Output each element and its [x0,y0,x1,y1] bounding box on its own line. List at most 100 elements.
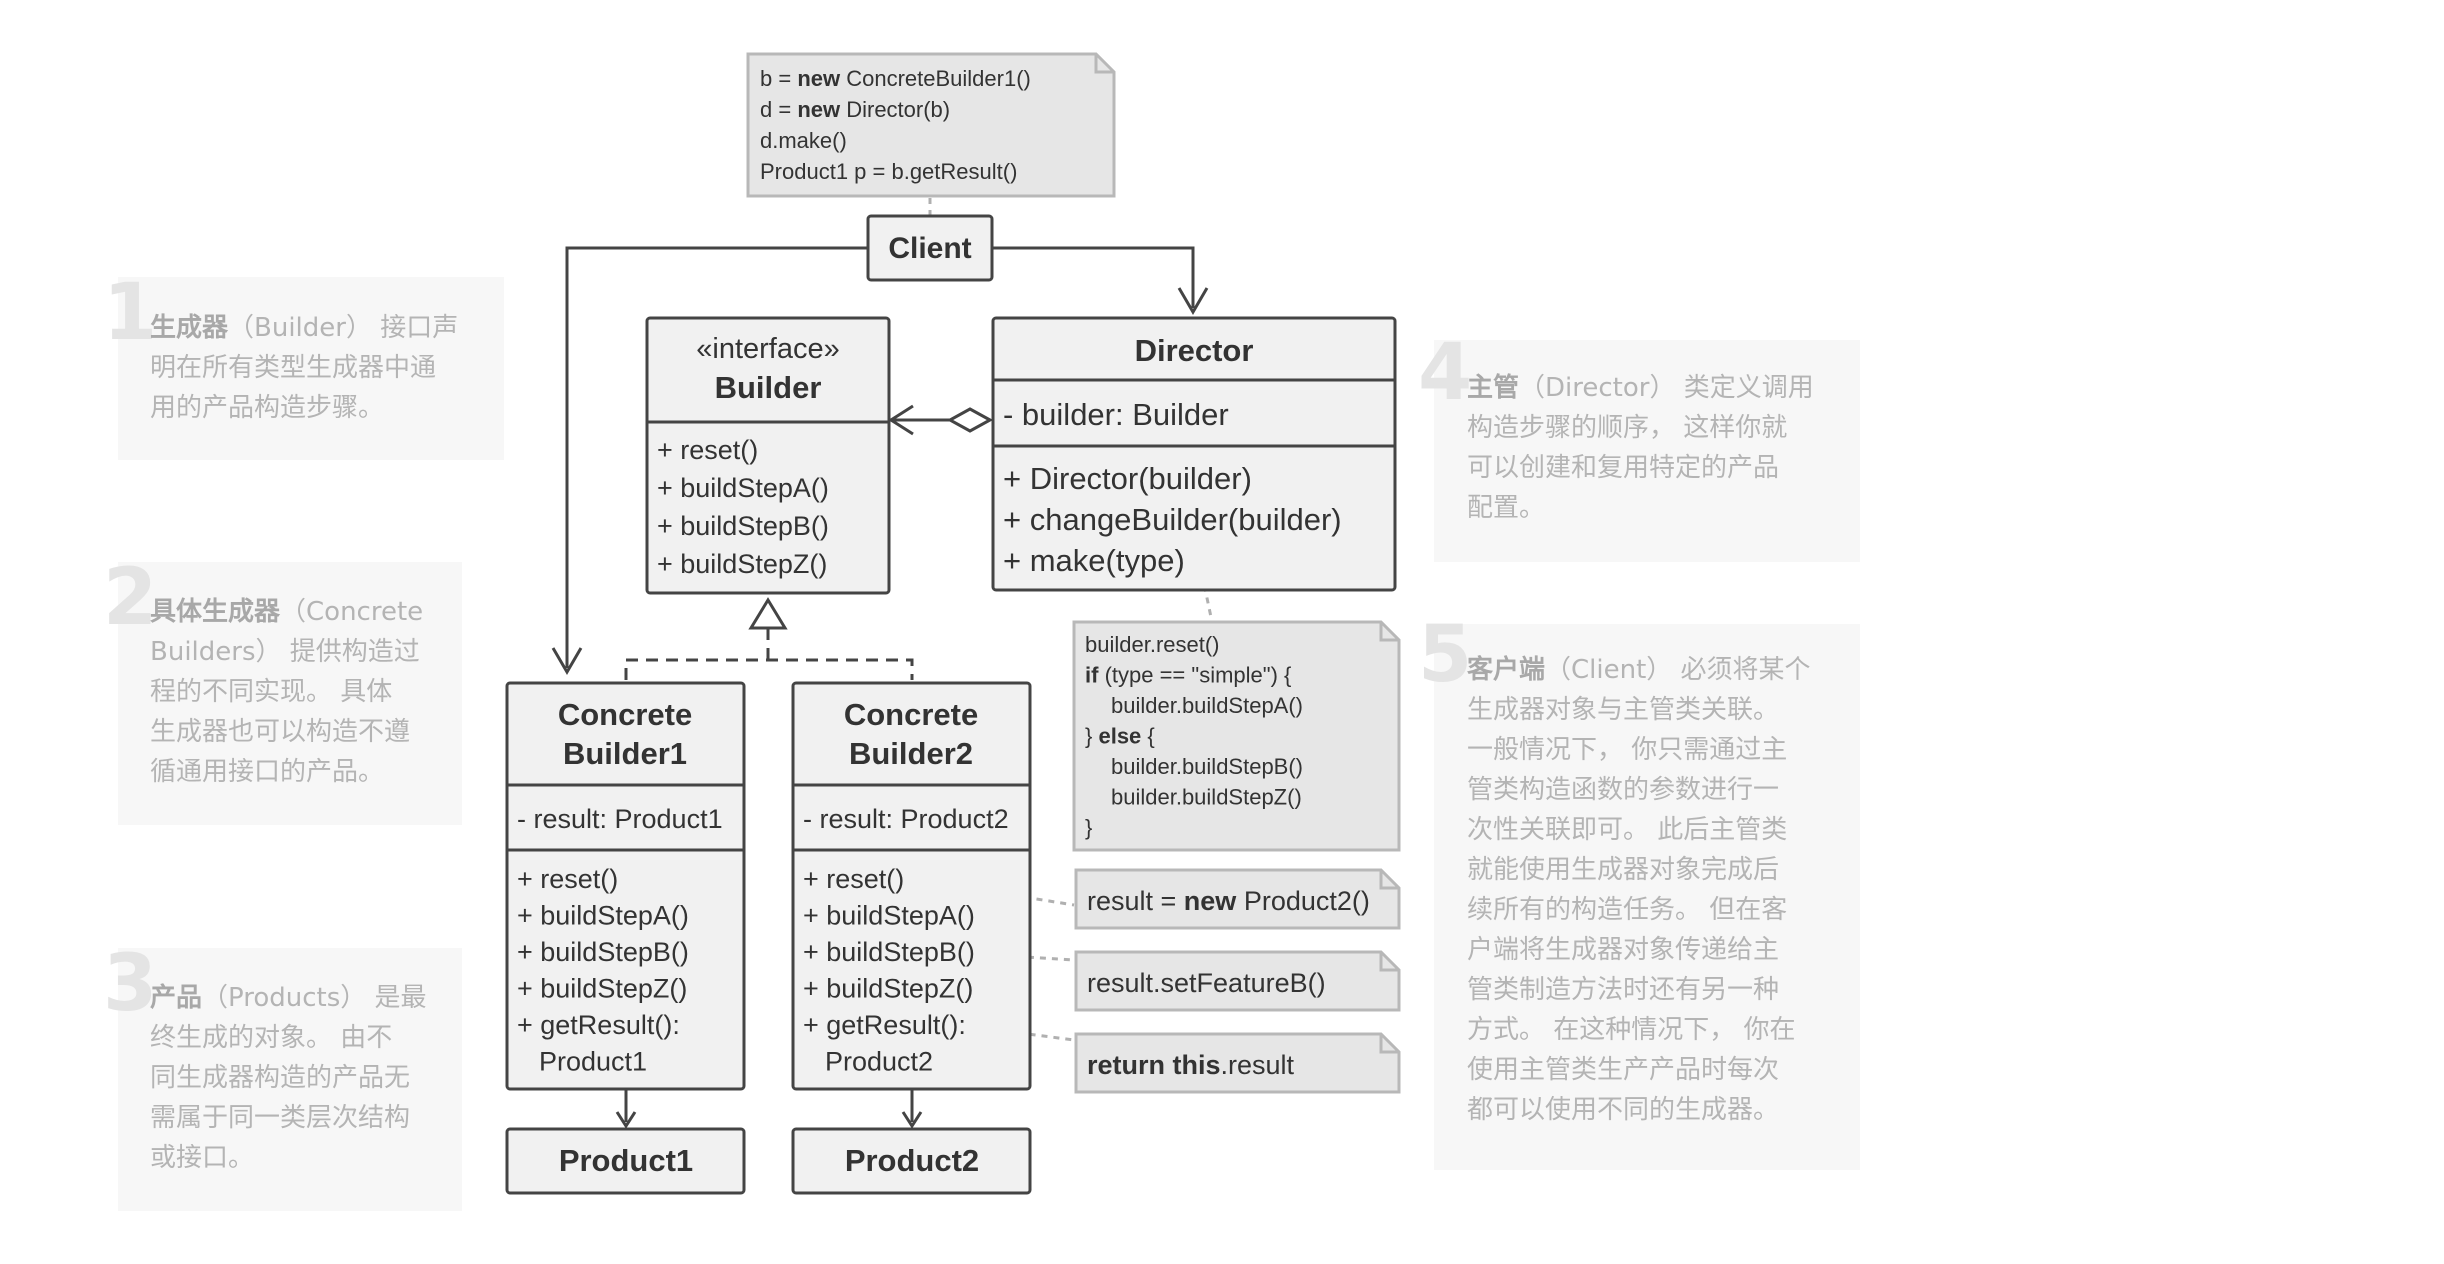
explanation-line: 管类制造方法时还有另一种 [1467,970,1853,1010]
method-note-text: return this.result [1087,1050,1295,1080]
explanation-line-text: 管类构造函数的参数进行一 [1467,775,1780,805]
method-note-text: result.setFeatureB() [1087,968,1326,998]
explanation-line: 方式。 在这种情况下， 你在 [1467,1010,1853,1050]
concrete-builder1-name: Builder1 [563,736,687,771]
arrowhead [1177,287,1209,315]
director-note-box [1072,620,1401,852]
explanation-line-text: 都可以使用不同的生成器。 [1467,1095,1780,1125]
explanation-line-text: （Builder） 接口声 [228,313,459,343]
explanation-panel-4 [1434,340,1860,562]
explanation-line-text: 或接口。 [150,1143,255,1173]
explanation-number: 3 [103,939,158,1029]
explanation-line: 使用主管类生产产品时每次 [1467,1050,1853,1090]
director-note-connector [1200,573,1214,623]
explanation-number: 5 [1418,610,1473,700]
realization-dashed-line [624,658,914,680]
explanation-line: 需属于同一类层次结构 [150,1098,454,1138]
concrete-builder2-field: - result: Product2 [803,804,1009,834]
client-note-line: d = new Director(b) [760,97,950,122]
explanation-line-text: 生成器也可以构造不遵 [150,717,411,747]
method-note-1: result = new Product2() [1074,868,1401,930]
product2-label: Product2 [845,1143,979,1178]
explanation-line: 主管（Director） 类定义调用 [1467,368,1853,408]
explanation-line: 循通用接口的产品。 [150,752,454,792]
explanation-title: 具体生成器 [150,597,281,627]
explanation-panel-1 [118,277,504,460]
concrete-builder2-method: + buildStepB() [803,937,975,967]
explanation-line: 户端将生成器对象传递给主 [1467,930,1853,970]
explanation-line-text: 需属于同一类层次结构 [150,1103,411,1133]
concrete-builder2-method: Product2 [825,1047,933,1077]
client-to-concretebuilder1-line [565,246,868,668]
director-method: + make(type) [1003,543,1185,578]
director-note-line: } else { [1085,724,1155,749]
explanation-line-text: 循通用接口的产品。 [150,757,385,787]
method-note-box-fold [1379,870,1399,890]
concrete-builder2-method: + buildStepZ() [803,974,973,1004]
explanation-line-text: （Client） 必须将某个 [1545,655,1811,685]
explanation-line-text: 生成器对象与主管类关联。 [1467,695,1780,725]
concrete-builder1-field: - result: Product1 [517,804,723,834]
explanation-line: 一般情况下， 你只需通过主 [1467,730,1853,770]
client-label: Client [888,232,971,265]
builder-method: + buildStepZ() [657,549,827,579]
builder-interface: «interface»Builder+ reset()+ buildStepA(… [645,316,891,595]
explanation-line: 生成器对象与主管类关联。 [1467,690,1853,730]
concrete-builder2-method: + reset() [803,864,904,894]
director-note-line: } [1085,815,1092,840]
explanation-line-text: 程的不同实现。 具体 [150,677,393,707]
builder-method: + reset() [657,435,758,465]
realization-triangle [748,597,788,630]
explanation-line-text: 使用主管类生产产品时每次 [1467,1055,1780,1085]
explanation-line-text: Builders） 提供构造过 [150,637,420,667]
method-note-box [1074,1032,1401,1094]
explanation-line: 具体生成器（Concrete [150,592,454,632]
client-note-line: Product1 p = b.getResult() [760,159,1017,184]
product1-frame [505,1127,746,1195]
explanation-line: 就能使用生成器对象完成后 [1467,850,1853,890]
concrete-builder1-method: Product1 [539,1047,647,1077]
explanation-line: 生成器也可以构造不遵 [150,712,454,752]
concrete-builder2-method: + getResult(): [803,1010,966,1040]
explanation-line: 次性关联即可。 此后主管类 [1467,810,1853,850]
explanation-line-text: 管类制造方法时还有另一种 [1467,975,1780,1005]
explanation-line: 同生成器构造的产品无 [150,1058,454,1098]
explanation-number: 2 [103,553,158,643]
method-note-3: return this.result [1074,1032,1401,1094]
explanation-line-text: （Concrete [280,597,424,627]
explanation-line-text: 用的产品构造步骤。 [150,393,385,423]
concrete-builder1-name: Concrete [558,697,692,732]
builder-name: Builder [715,370,822,405]
explanation-number: 4 [1418,328,1473,418]
explanation-line: 或接口。 [150,1138,454,1178]
concrete-builder1-method: + buildStepZ() [517,974,687,1004]
explanation-line: 续所有的构造任务。 但在客 [1467,890,1853,930]
director-note-line: if (type == "simple") { [1085,663,1291,688]
explanation-line: Builders） 提供构造过 [150,632,454,672]
explanation-title: 生成器 [150,313,229,343]
client-note-line: b = new ConcreteBuilder1() [760,66,1031,91]
method-note-box [1074,950,1401,1012]
explanation-line-text: 可以创建和复用特定的产品 [1467,453,1780,483]
arrowhead [901,1111,923,1129]
explanation-line: 终生成的对象。 由不 [150,1018,454,1058]
explanation-panel-5 [1434,624,1860,1170]
explanation-line: 可以创建和复用特定的产品 [1467,448,1853,488]
explanation-line-text: 次性关联即可。 此后主管类 [1467,815,1788,845]
explanation-line-text: 户端将生成器对象传递给主 [1467,935,1780,965]
director-method: + Director(builder) [1003,461,1252,496]
explanation-title: 主管 [1467,373,1520,403]
explanation-line-text: 同生成器构造的产品无 [150,1063,411,1093]
product1-label: Product1 [559,1143,693,1178]
client-to-director-line [988,246,1195,308]
method-note-box-fold [1379,1034,1399,1054]
method-note-2: result.setFeatureB() [1074,950,1401,1012]
explanation-line: 客户端（Client） 必须将某个 [1467,650,1853,690]
concrete-builder2-name: Builder2 [849,736,973,771]
explanation-line-text: 方式。 在这种情况下， 你在 [1467,1015,1796,1045]
explanation-line: 生成器（Builder） 接口声 [150,308,496,348]
